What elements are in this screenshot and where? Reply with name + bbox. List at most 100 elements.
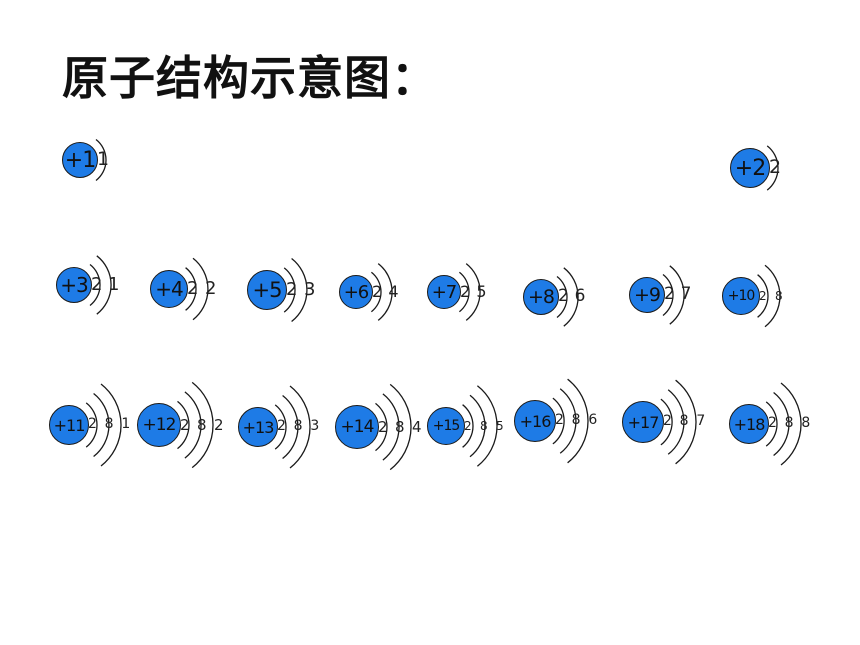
electron-shells — [185, 257, 209, 321]
nucleus-charge: +12 — [137, 403, 181, 447]
nucleus-charge: +18 — [729, 404, 769, 444]
electron-shell-arc — [662, 273, 674, 317]
electron-counts: 2 1 — [91, 273, 121, 295]
electron-shells — [95, 138, 107, 182]
electron-shell-arc — [370, 271, 382, 313]
electron-counts: 2 4 — [372, 282, 400, 302]
electron-shell-arc — [389, 383, 412, 471]
electron-shells — [462, 385, 498, 467]
electron-shell-arc — [556, 275, 568, 319]
electron-shell-arc — [282, 394, 299, 460]
electron-counts: 2 7 — [664, 284, 693, 305]
electron-shells — [662, 265, 685, 325]
electron-shell-arc — [660, 398, 673, 446]
nucleus-charge: +6 — [339, 275, 373, 309]
electron-counts: 2 5 — [460, 282, 488, 302]
electron-shell-arc — [458, 271, 470, 313]
nucleus-charge: +5 — [247, 270, 287, 310]
electron-shell-arc — [667, 389, 685, 455]
nucleus-charge: +15 — [427, 407, 465, 445]
electron-shell-arc — [765, 401, 778, 447]
nucleus-charge: +14 — [335, 405, 379, 449]
electron-counts: 2 8 7 — [663, 413, 707, 430]
electron-shells — [552, 378, 589, 464]
electron-shell-arc — [773, 391, 790, 457]
electron-shell-arc — [476, 385, 498, 467]
electron-shells — [556, 267, 579, 327]
electron-shell-arc — [274, 404, 287, 450]
electron-shell-arc — [289, 385, 311, 469]
electron-shells — [177, 381, 214, 469]
electron-shell-arc — [469, 394, 486, 458]
electron-shell-arc — [559, 388, 577, 454]
electron-shell-arc — [766, 145, 779, 191]
electron-shell-arc — [382, 393, 400, 461]
page-title: 原子结构示意图： — [62, 51, 438, 105]
electron-shells — [370, 263, 393, 321]
electron-shells — [660, 379, 697, 465]
electron-counts: 2 2 — [187, 277, 218, 299]
electron-counts: 2 8 3 — [277, 418, 321, 435]
electron-shell-arc — [283, 267, 296, 313]
nucleus-charge: +1 — [62, 142, 98, 178]
electron-shell-arc — [563, 267, 579, 327]
electron-shells — [274, 385, 311, 469]
nucleus-charge: +17 — [622, 401, 664, 443]
electron-shell-arc — [85, 402, 98, 448]
electron-counts: 2 8 4 — [378, 417, 423, 436]
nucleus-charge: +16 — [514, 400, 556, 442]
electron-counts: 2 8 6 — [555, 412, 599, 429]
electron-shells — [757, 264, 781, 328]
electron-counts: 2 — [769, 156, 783, 179]
electron-shell-arc — [184, 391, 202, 459]
nucleus-charge: +8 — [523, 279, 559, 315]
electron-shells — [375, 383, 412, 471]
electron-shell-arc — [552, 397, 565, 445]
electron-shell-arc — [96, 255, 112, 315]
electron-shell-arc — [780, 382, 802, 466]
nucleus-charge: +11 — [49, 405, 89, 445]
electron-counts: 2 8 2 — [180, 415, 225, 434]
nucleus-charge: +7 — [427, 275, 461, 309]
electron-counts: 1 — [97, 148, 111, 171]
nucleus-charge: +4 — [150, 270, 188, 308]
electron-shells — [89, 255, 112, 315]
electron-shell-arc — [462, 404, 474, 448]
electron-shell-arc — [669, 265, 685, 325]
nucleus-charge: +2 — [730, 148, 770, 188]
electron-shell-arc — [100, 383, 122, 467]
nucleus-charge: +9 — [629, 277, 665, 313]
electron-counts: 2 3 — [286, 278, 317, 300]
electron-shell-arc — [95, 138, 107, 182]
electron-shells — [765, 382, 802, 466]
electron-shell-arc — [191, 381, 214, 469]
electron-shell-arc — [185, 267, 197, 311]
electron-shells — [85, 383, 122, 467]
electron-shell-arc — [93, 392, 110, 458]
electron-counts: 2 6 — [558, 286, 587, 307]
electron-shells — [458, 263, 481, 321]
electron-shell-arc — [291, 257, 308, 323]
nucleus-charge: +3 — [56, 267, 92, 303]
electron-shells — [766, 145, 779, 191]
nucleus-charge: +10 — [722, 277, 760, 315]
nucleus-charge: +13 — [238, 407, 278, 447]
electron-counts: 2 8 1 — [88, 416, 132, 433]
